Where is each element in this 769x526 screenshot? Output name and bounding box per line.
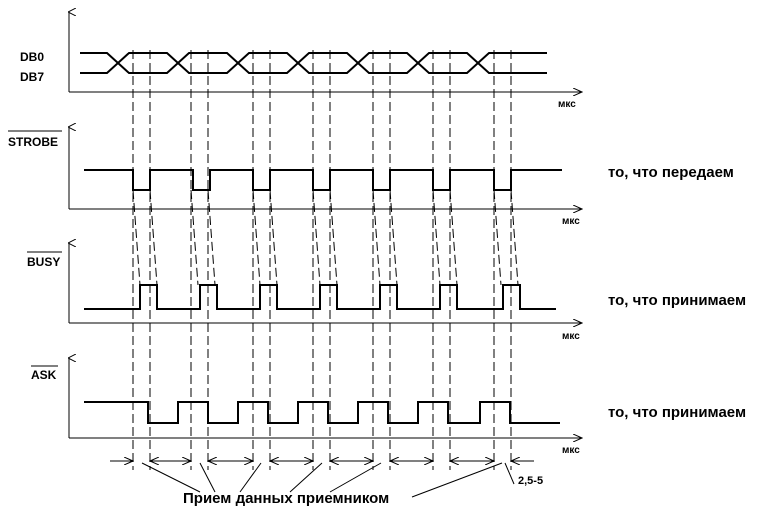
unit-strobe: мкс bbox=[562, 216, 580, 227]
axis-strobe bbox=[69, 127, 582, 209]
label-strobe: STROBE bbox=[8, 135, 58, 149]
interval-label: 2,5-5 bbox=[518, 475, 543, 487]
timing-guides bbox=[132, 50, 519, 470]
ask-description: то, что принимаем bbox=[608, 404, 746, 421]
strobe-description: то, что передаем bbox=[608, 164, 734, 181]
busy-description: то, что принимаем bbox=[608, 292, 746, 309]
unit-ask: мкс bbox=[562, 445, 580, 456]
unit-busy: мкс bbox=[562, 331, 580, 342]
axis-ask bbox=[69, 358, 582, 438]
unit-db: мкс bbox=[558, 99, 576, 110]
receive-caption: Прием данных приемником bbox=[183, 490, 389, 507]
label-busy: BUSY bbox=[27, 255, 60, 269]
strobe-waveform bbox=[84, 169, 562, 191]
caption-leaders bbox=[141, 462, 515, 498]
ask-waveform bbox=[84, 401, 560, 424]
busy-waveform bbox=[84, 284, 556, 310]
label-db0: DB0 bbox=[20, 50, 44, 64]
db-waveform bbox=[80, 52, 547, 74]
axis-db bbox=[69, 12, 582, 92]
axis-busy bbox=[69, 243, 582, 323]
label-ask: ASK bbox=[31, 368, 57, 382]
label-db7: DB7 bbox=[20, 70, 44, 84]
axes bbox=[69, 12, 582, 438]
